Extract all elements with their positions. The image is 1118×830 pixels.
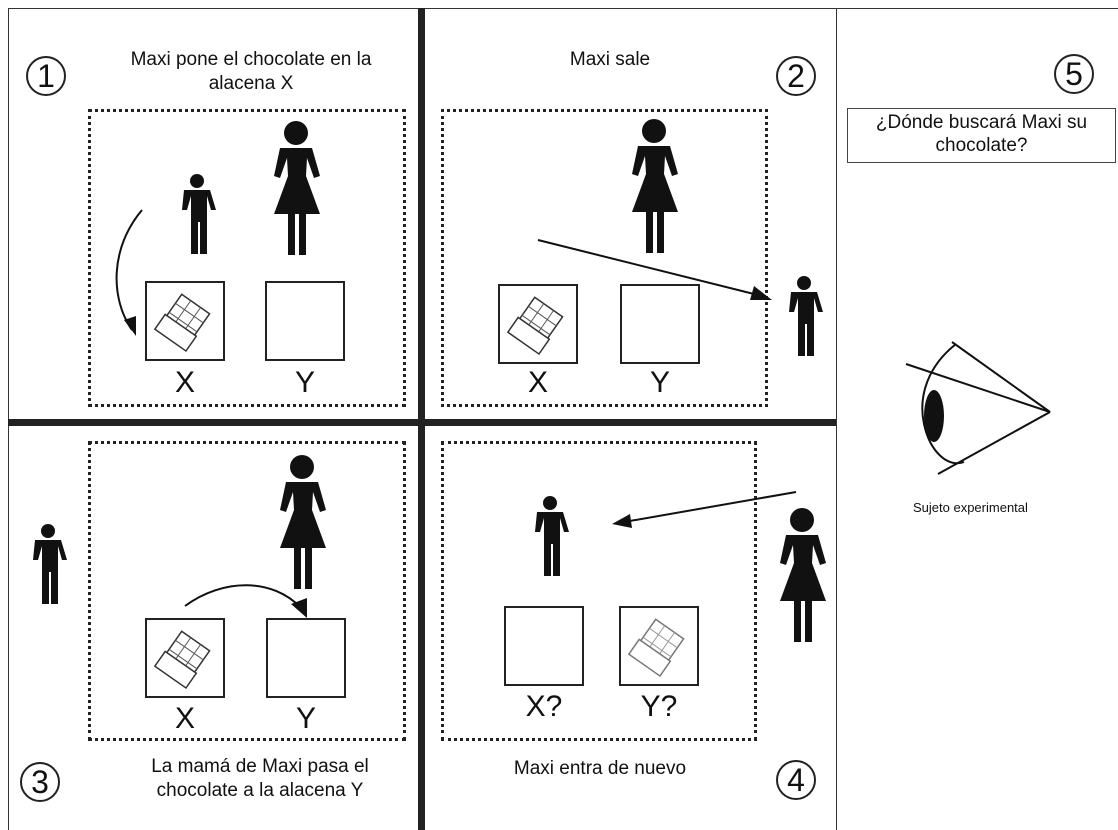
panel-number-4: 4 <box>776 760 816 800</box>
panel-2-caption: Maxi sale <box>569 49 651 70</box>
woman-figure-icon <box>780 508 826 642</box>
panel-1-caption: Maxi pone el chocolate en la alacena X <box>130 49 372 94</box>
woman-figure-icon <box>274 121 320 255</box>
cupboard-x <box>145 281 225 361</box>
man-figure-icon <box>182 174 216 254</box>
subject-label: Sujeto experimental <box>913 500 1028 515</box>
enter-arrow <box>612 491 797 528</box>
panel-3-scene-frame <box>88 441 406 741</box>
chocolate-bar-icon <box>506 296 564 356</box>
woman-figure-icon <box>280 455 326 589</box>
cupboard-x <box>504 606 584 686</box>
cupboard-x-label: X <box>527 366 548 399</box>
eye-icon <box>905 341 1051 475</box>
panel-number-5: 5 <box>1054 54 1094 94</box>
cupboard-y-label: Y <box>295 702 316 735</box>
cupboard-x <box>145 618 225 698</box>
chocolate-bar-icon <box>153 293 211 353</box>
woman-figure-icon <box>632 119 678 253</box>
frame-divider-right <box>836 8 837 830</box>
man-figure-icon <box>535 496 569 576</box>
exit-arrow <box>537 239 772 300</box>
panel-number-2: 2 <box>776 56 816 96</box>
cupboard-y-label: Y <box>294 366 315 399</box>
panel-3-caption: La mamá de Maxi pasa el chocolate a la a… <box>151 756 369 801</box>
cupboard-y-label: Y <box>649 366 670 399</box>
man-figure-icon <box>789 276 823 356</box>
cupboard-y <box>266 618 346 698</box>
cupboard-x-label: X <box>174 702 195 735</box>
panel-1-scene-frame <box>88 109 406 407</box>
cupboard-y <box>619 606 699 686</box>
frame-divider-horizontal <box>8 419 837 426</box>
panel-4-scene-frame <box>441 441 757 741</box>
curved-arrow <box>115 209 143 336</box>
panel-number-1: 1 <box>26 56 66 96</box>
transfer-arrow <box>184 584 307 618</box>
cupboard-x-label: X <box>174 366 195 399</box>
cupboard-y <box>265 281 345 361</box>
panel-2-scene-frame <box>441 109 768 407</box>
cupboard-x <box>498 284 578 364</box>
panel-4-caption: Maxi entra de nuevo <box>513 758 687 779</box>
cupboard-y <box>620 284 700 364</box>
question-box: ¿Dónde buscará Maxi su chocolate? <box>847 108 1116 163</box>
cupboard-x-label: X? <box>525 690 563 723</box>
man-figure-icon <box>33 524 67 604</box>
panel-number-3: 3 <box>20 762 60 802</box>
chocolate-bar-icon <box>153 630 211 690</box>
chocolate-bar-icon <box>627 618 685 678</box>
cupboard-y-label: Y? <box>640 690 678 723</box>
